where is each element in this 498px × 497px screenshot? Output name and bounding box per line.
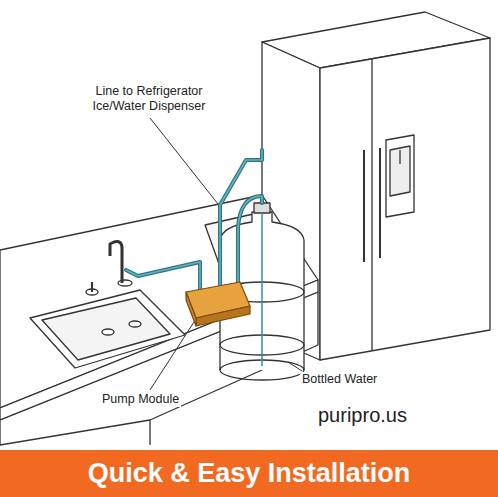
dispenser-nozzle (399, 150, 400, 164)
leader-line (288, 362, 302, 371)
faucet-base (118, 280, 132, 286)
pump-module-end (186, 292, 196, 326)
pump-module-side (196, 306, 250, 326)
banner-band: Quick & Easy Installation (0, 450, 498, 497)
sink-drain (102, 329, 114, 335)
bottle-wall (303, 240, 304, 370)
door-handle (363, 150, 365, 262)
sink-drain (129, 321, 141, 327)
leader-line (150, 118, 218, 204)
sink-rim (30, 290, 185, 368)
watermark: puripro.us (316, 403, 409, 427)
leader-line (150, 322, 194, 390)
banner-text: Quick & Easy Installation (88, 458, 411, 489)
cabinet-edge (149, 420, 150, 445)
dispenser-panel (386, 135, 414, 217)
fridge-front (320, 38, 490, 360)
callout-label: Line to Refrigerator Ice/Water Dispenser (80, 84, 218, 114)
door-split (371, 59, 372, 351)
water-line (238, 196, 262, 290)
callout-label: Pump Module (100, 392, 181, 407)
callout-label: Bottled Water (300, 372, 379, 387)
faucet-handle (91, 282, 93, 292)
faucet-spout (110, 242, 122, 283)
counter-top (0, 195, 318, 408)
water-line (220, 150, 262, 293)
dip-tube (261, 213, 263, 366)
dispenser-recess (390, 146, 410, 196)
sink-basin (42, 298, 170, 360)
door-handle (379, 148, 381, 258)
